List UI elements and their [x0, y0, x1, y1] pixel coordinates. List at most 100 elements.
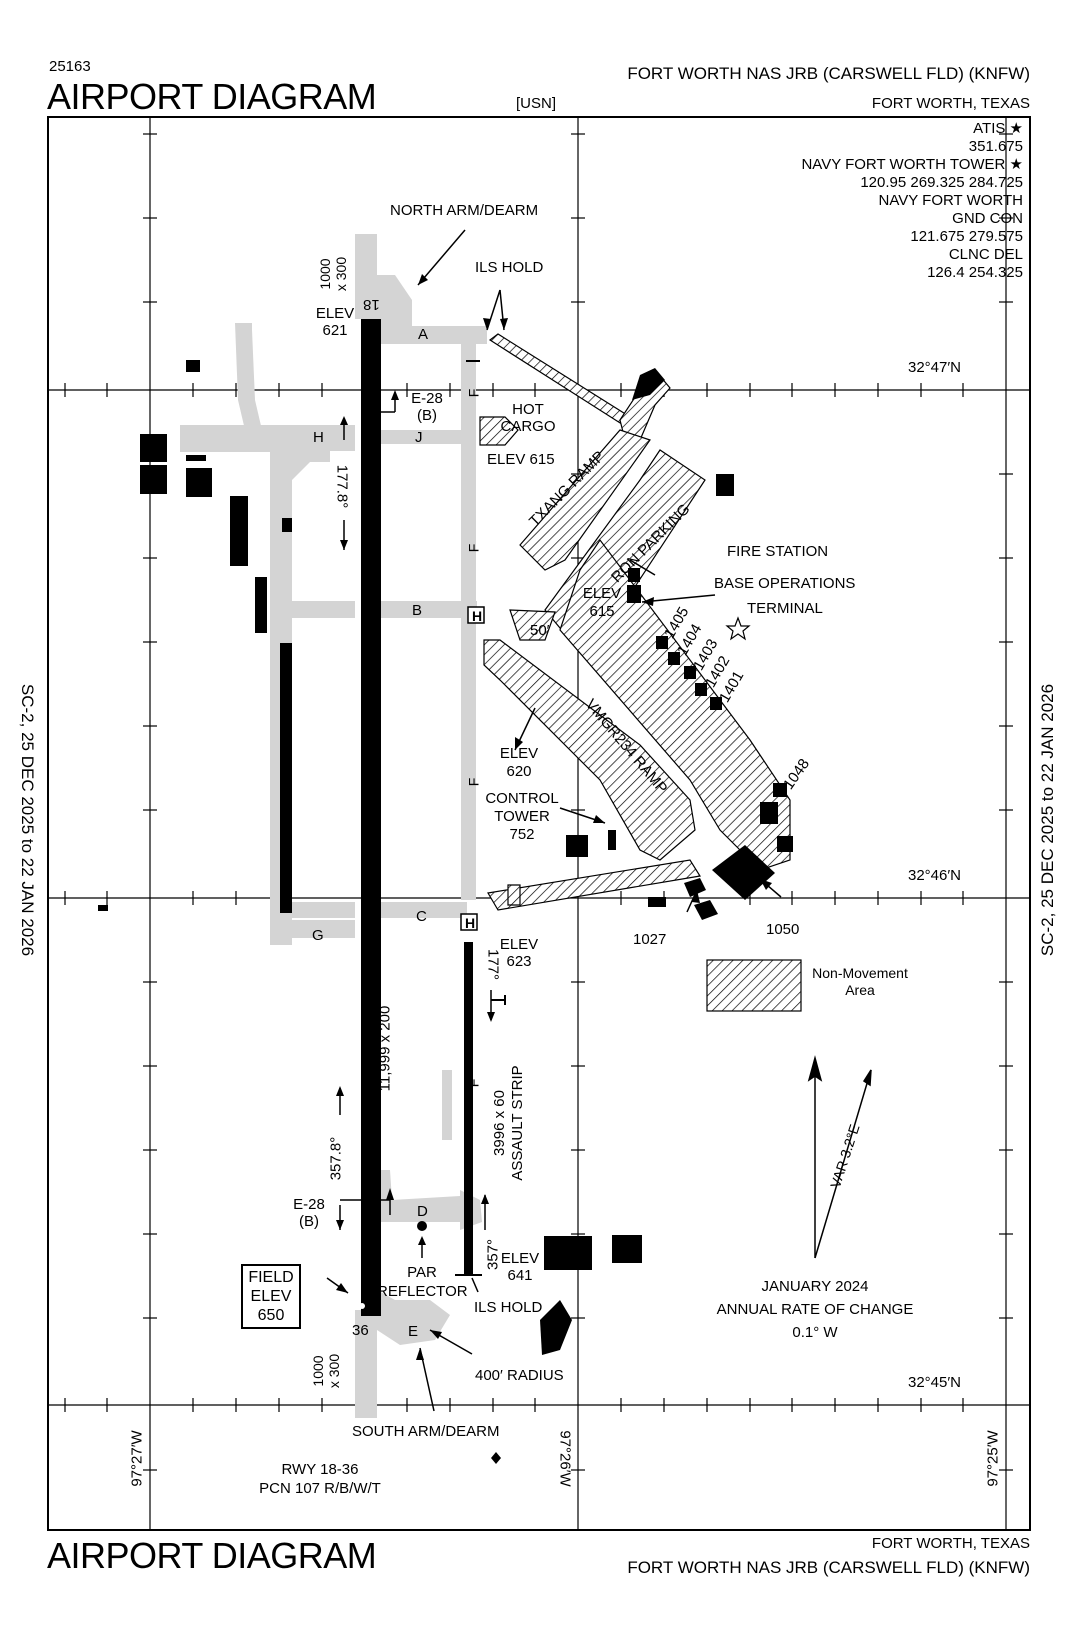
taxiway-f-label: F [465, 777, 482, 787]
elev-label: ELEV [499, 936, 539, 953]
building [280, 643, 292, 913]
taxiway-f-label: F [465, 543, 482, 553]
runway-36-marker [359, 1303, 365, 1309]
rate-date: JANUARY 2024 [761, 1278, 869, 1295]
building [648, 897, 666, 907]
freq-line: 126.4 254.325 [927, 264, 1023, 281]
building [684, 878, 706, 897]
building [777, 836, 793, 852]
rate-value: 0.1° W [792, 1324, 838, 1341]
building [694, 900, 718, 920]
elev-label: ELEV [500, 1250, 540, 1267]
assault-strip [464, 942, 473, 1275]
chart-id: 25163 [49, 58, 91, 75]
taxiway-a-label: A [418, 326, 429, 343]
taxiway-b-label: B [412, 602, 423, 619]
building [632, 368, 665, 400]
taxiway-j-label: J [415, 429, 423, 446]
taxiway-c-ramp [487, 859, 701, 911]
annual-rate-of-change: JANUARY 2024 ANNUAL RATE OF CHANGE 0.1° … [700, 1275, 930, 1344]
building [712, 845, 775, 900]
footer-airport: FORT WORTH NAS JRB (CARSWELL FLD) (KNFW) [627, 1558, 1030, 1577]
hot-cargo-pad [479, 416, 519, 446]
footer-city: FORT WORTH, TEXAS [871, 1535, 1030, 1552]
building [540, 1300, 572, 1355]
ils-hold-north-label: ILS HOLD [475, 259, 544, 276]
freq-line: NAVY FORT WORTH [878, 192, 1023, 209]
arresting-gear: E-28 [411, 390, 443, 407]
taxiway-b [377, 601, 477, 618]
taxiway-d-label: D [417, 1203, 428, 1220]
e28-south: E-28 (B) [286, 1196, 332, 1230]
overrun-width: x 300 [326, 1353, 342, 1389]
legend-line: Area [845, 982, 875, 998]
overrun-width: x 300 [333, 256, 349, 292]
obstruction-mark [491, 1452, 501, 1464]
elev-value: 620 [506, 763, 532, 780]
runway-18-elev: ELEV 621 [310, 305, 360, 339]
south-overrun [355, 1310, 377, 1418]
frequency-box: ATIS ★ 351.675 NAVY FORT WORTH TOWER ★ 1… [801, 120, 1023, 282]
assault-strip-elev-north: ELEV 623 [495, 936, 543, 970]
par-reflector [417, 1221, 427, 1231]
west-apron [180, 425, 330, 482]
effective-dates-right: SC-2, 25 DEC 2025 to 22 JAN 2026 [1038, 683, 1057, 957]
owner: [USN] [516, 95, 557, 112]
building [716, 474, 734, 496]
freq-line: ATIS ★ [973, 120, 1023, 137]
freq-line: NAVY FORT WORTH TOWER ★ [801, 156, 1023, 173]
elev-label: ELEV [499, 745, 539, 762]
north-arm-pad [377, 275, 412, 330]
hot-cargo-label: HOT CARGO [500, 401, 556, 435]
taxiway-h-label: H [313, 429, 324, 446]
assault-strip-dims: 3996 x 60 [491, 1090, 508, 1156]
taxiway-f-label: F [465, 1078, 482, 1088]
taxiway-g-label: G [312, 927, 324, 944]
building [760, 802, 778, 824]
assault-strip-name: ASSAULT STRIP [509, 1065, 526, 1181]
overrun-north: 1000 x 300 [317, 244, 349, 304]
control-tower-line: CONTROL [485, 790, 559, 807]
building [773, 783, 787, 797]
south-arm-label: SOUTH ARM/DEARM [352, 1423, 500, 1440]
non-movement-legend: Non-Movement Area [810, 965, 910, 999]
heliport-b [467, 606, 485, 624]
taxiway-e-label: E [408, 1323, 419, 1340]
taxiway-a [377, 326, 487, 344]
runway-18-label: 18 [363, 296, 380, 313]
terminal-label: TERMINAL [747, 600, 823, 617]
building [627, 585, 641, 603]
par-reflector-label: PAR REFLECTOR [377, 1263, 468, 1301]
taxiway-c-label: C [416, 908, 427, 925]
building [140, 465, 167, 494]
lat-label: 32°46′N [908, 867, 962, 884]
elev-label: ELEV [315, 305, 355, 322]
legend-line: Non-Movement [812, 965, 908, 981]
building [695, 683, 707, 696]
building [608, 830, 616, 850]
elev-value: 621 [322, 322, 348, 339]
chart-frame [47, 116, 1031, 1531]
building [628, 568, 640, 582]
freq-line: CLNC DEL [948, 246, 1023, 263]
freq-line: 351.675 [968, 138, 1023, 155]
control-tower-height: 752 [509, 826, 535, 843]
elev-value: 623 [506, 953, 532, 970]
elev-value: 615 [589, 603, 615, 620]
taxiway-b-west [292, 601, 355, 618]
building [186, 468, 212, 497]
lat-label: 32°47′N [908, 359, 962, 376]
heliport-c [460, 913, 478, 931]
overrun-length: 1000 [317, 258, 333, 290]
assault-strip-elev-south: ELEV 641 [496, 1250, 544, 1284]
building-1050: 1050 [766, 921, 800, 938]
runway-dimensions: 11,999 x 200 [376, 1005, 394, 1092]
fifty-foot-label: 50′ [530, 622, 550, 639]
taxiway-c [377, 902, 467, 918]
control-tower-pad [507, 884, 521, 906]
lon-label: 97°25′W [984, 1430, 1002, 1487]
control-tower-label: CONTROL TOWER 752 [480, 790, 564, 844]
building [544, 1236, 592, 1270]
rate-title: ANNUAL RATE OF CHANGE [716, 1301, 914, 1318]
